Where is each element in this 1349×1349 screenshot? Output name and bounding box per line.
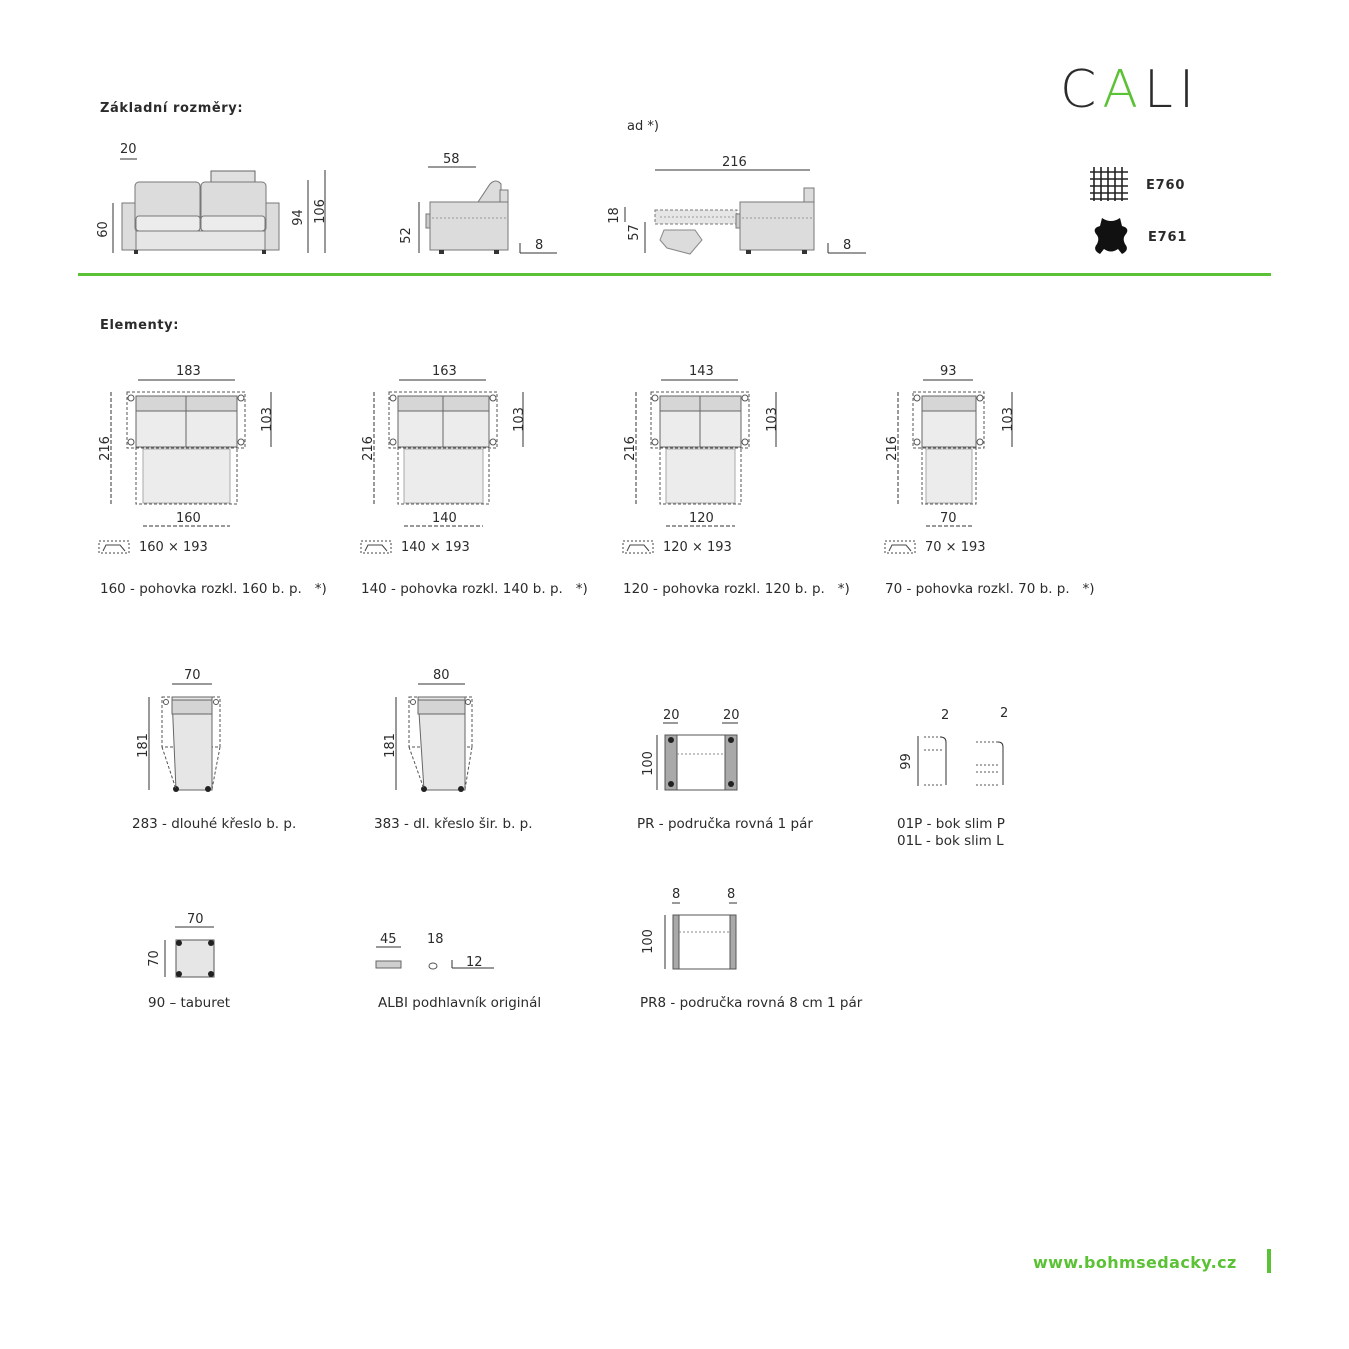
chaise-283-width: 70 xyxy=(184,668,201,683)
footer-accent-bar xyxy=(1267,1249,1271,1273)
chaise-383-caption: 383 - dl. křeslo šir. b. p. xyxy=(374,816,533,832)
sofa-160-caption: 160 - pohovka rozkl. 160 b. p. *) xyxy=(100,581,327,597)
chaise-283-caption: 283 - dlouhé křeslo b. p. xyxy=(132,816,297,832)
material-code-fabric: E760 xyxy=(1146,178,1186,193)
sofa-160-bed: 160 xyxy=(176,511,201,526)
open-legs-dim: 8 xyxy=(843,238,852,253)
side-slim-right-dim: 2 xyxy=(1000,706,1009,721)
side-slim-plan xyxy=(917,736,1004,786)
side-slim-caption-p: 01P - bok slim P xyxy=(897,816,1005,832)
pillow-length-dim: 45 xyxy=(380,932,397,947)
sofa-160-mattress: 160 × 193 xyxy=(139,540,208,555)
section-title-elements: Elementy: xyxy=(100,318,180,333)
section-title-basic: Základní rozměry: xyxy=(100,101,244,116)
sofa-140-caption: 140 - pohovka rozkl. 140 b. p. *) xyxy=(361,581,588,597)
armrest-pr8-right-dim: 8 xyxy=(727,887,736,902)
side-legs-dim: 8 xyxy=(535,238,544,253)
pillow-caption: ALBI podhlavník originál xyxy=(378,995,542,1011)
sofa-70-plan xyxy=(884,379,1013,554)
armrest-pr8-height-dim: 100 xyxy=(640,929,656,954)
armrest-pr-plan xyxy=(656,722,738,791)
sofa-140-bed: 140 xyxy=(432,511,457,526)
sofa-70-width: 93 xyxy=(940,364,957,379)
sofa-160-width: 183 xyxy=(176,364,201,379)
armrest-pr8-caption: PR8 - područka rovná 8 cm 1 pár xyxy=(640,995,863,1011)
armrest-pr8-plan xyxy=(664,902,737,970)
side-depth-dim: 58 xyxy=(443,152,460,167)
stool-plan xyxy=(164,926,215,978)
sofa-open-drawing xyxy=(624,169,866,255)
divider-rule xyxy=(78,273,1271,276)
material-code-leather: E761 xyxy=(1148,230,1188,245)
chaise-383-plan xyxy=(395,683,473,792)
armrest-pr8-left-dim: 8 xyxy=(672,887,681,902)
sofa-120-width: 143 xyxy=(689,364,714,379)
sofa-120-caption: 120 - pohovka rozkl. 120 b. p. *) xyxy=(623,581,850,597)
sofa-160-plan xyxy=(98,379,272,554)
armrest-pr-left-dim: 20 xyxy=(663,708,680,723)
side-slim-left-dim: 2 xyxy=(941,708,950,723)
chaise-383-width: 80 xyxy=(433,668,450,683)
front-top-dim: 20 xyxy=(120,142,137,157)
sofa-side-drawing xyxy=(418,166,557,254)
pillow-plan xyxy=(375,946,494,970)
footer-website-link[interactable]: www.bohmsedacky.cz xyxy=(1033,1253,1237,1272)
armrest-pr-right-dim: 20 xyxy=(723,708,740,723)
stool-caption: 90 – taburet xyxy=(148,995,231,1011)
sofa-120-bed: 120 xyxy=(689,511,714,526)
sofa-70-bed: 70 xyxy=(940,511,957,526)
armrest-pr-caption: PR - područka rovná 1 pár xyxy=(637,816,813,832)
sofa-140-width: 163 xyxy=(432,364,457,379)
fabric-icon xyxy=(1090,167,1128,201)
open-length-dim: 216 xyxy=(722,155,747,170)
side-slim-caption-l: 01L - bok slim L xyxy=(897,833,1004,849)
pillow-thick-dim: 12 xyxy=(466,955,483,970)
sofa-70-caption: 70 - pohovka rozkl. 70 b. p. *) xyxy=(885,581,1095,597)
sofa-front-drawing xyxy=(112,158,326,254)
leather-icon xyxy=(1094,218,1128,254)
sofa-140-plan xyxy=(360,379,524,554)
pillow-width-dim: 18 xyxy=(427,932,444,947)
chaise-283-plan xyxy=(148,683,221,792)
brand-logo: CALI xyxy=(1060,60,1201,120)
stool-width-dim: 70 xyxy=(187,912,204,927)
sofa-120-mattress: 120 × 193 xyxy=(663,540,732,555)
sofa-140-mattress: 140 × 193 xyxy=(401,540,470,555)
sofa-120-plan xyxy=(622,379,777,554)
sofa-70-mattress: 70 × 193 xyxy=(925,540,986,555)
open-note: ad *) xyxy=(627,119,659,134)
